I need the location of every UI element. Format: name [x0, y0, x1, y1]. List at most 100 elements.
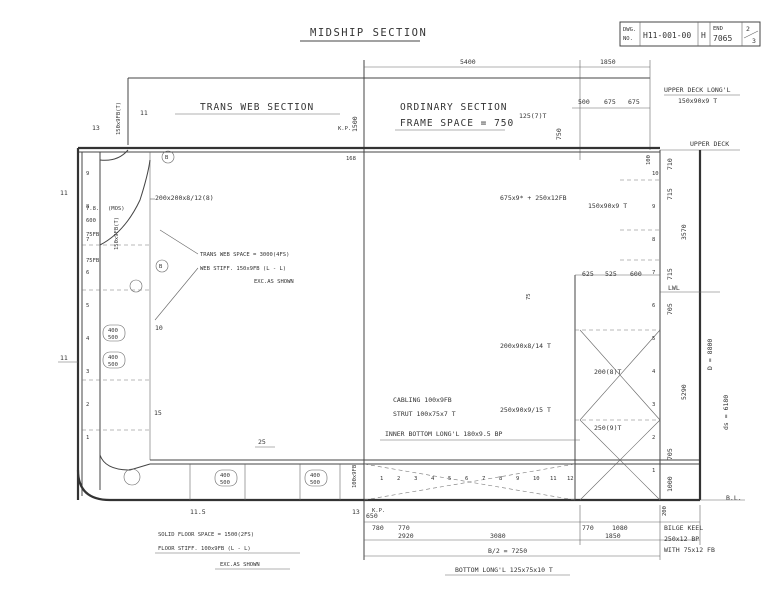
sheet-count: 3: [752, 37, 756, 45]
dim-5290: 5290: [680, 384, 688, 400]
hole-top-2: 400: [108, 355, 118, 361]
trans-web-space-note: TRANS WEB SPACE = 3000(4FS): [200, 252, 289, 258]
dim-1850: 1850: [605, 532, 621, 540]
frame-right-5: 5: [652, 336, 655, 342]
frame-left-1: 1: [86, 435, 89, 441]
kp-bottom: K.P.: [372, 508, 385, 514]
strut-label: STRUT 100x75x7 T: [393, 410, 456, 418]
hole-bottom-3: 500: [220, 480, 230, 486]
dwg-label: DWG.: [623, 27, 636, 33]
ord-100fb: 100x9FB: [352, 464, 358, 488]
frame-right-3: 3: [652, 402, 655, 408]
trans-top-stiff: 150x9FB(T): [116, 102, 122, 135]
frame-bottom-8: 8: [499, 476, 502, 482]
upper-deck: UPPER DECK UPPER DECK LONG'L 150x90x9 T …: [78, 86, 740, 153]
frame-bottom-10: 10: [533, 476, 540, 482]
hole-top-4: 400: [310, 473, 320, 479]
bilge-keel-bp: 250x12 BP: [664, 535, 699, 543]
frame-left-3: 3: [86, 369, 89, 375]
web-stiff-note: WEB STIFF. 150x9FB (L - L): [200, 266, 286, 272]
inner-bottom-label: INNER BOTTOM LONG'L 180x9.5 BP: [385, 430, 502, 438]
long-150: 150x90x9 T: [588, 202, 627, 210]
frame-left-9: 9: [86, 171, 89, 177]
side-shell: B B 7.8. (MOS) 600 75FB 75FB 150x9FB(T) …: [58, 148, 214, 500]
long-200: 200x90x8/14 T: [500, 342, 551, 350]
dim-715-a: 715: [666, 188, 674, 200]
frame-left-7: 7: [86, 237, 89, 243]
plate-200: 200(8)T: [594, 368, 621, 376]
side-11-c: 11: [60, 354, 68, 362]
side-longl: 150x9FB(T): [114, 217, 120, 250]
hole-bottom-2: 500: [108, 362, 118, 368]
end-number: 7065: [713, 34, 732, 43]
dim-3570: 3570: [680, 224, 688, 240]
dim-2920: 2920: [398, 532, 414, 540]
fb-75-b: 75FB: [86, 258, 100, 264]
trans-web-section-label: TRANS WEB SECTION: [200, 102, 314, 113]
dwg-rev: H: [701, 31, 706, 40]
dim-100: 100: [646, 155, 652, 165]
lwl-label: LWL: [668, 284, 680, 292]
frame-bottom-5: 5: [448, 476, 451, 482]
dim-1500: 1500: [351, 116, 359, 132]
floor-notes: SOLID FLOOR SPACE = 1500(2FS) FLOOR STIF…: [155, 532, 300, 570]
frame-space-label: FRAME SPACE = 750: [400, 118, 514, 129]
frame-bottom-3: 3: [414, 476, 417, 482]
dim-500: 500: [578, 98, 590, 106]
floor-stiff-note: FLOOR STIFF. 100x9FB (L - L): [158, 546, 251, 552]
title-block: MIDSHIP SECTION DWG. NO. H11-001-00 H EN…: [300, 21, 761, 47]
dim-715-b: 715: [666, 268, 674, 280]
bl-label: B.L.: [726, 494, 742, 502]
hole-bottom-1: 500: [108, 335, 118, 341]
frame-bottom-9: 9: [516, 476, 519, 482]
frame-bottom-4: 4: [431, 476, 435, 482]
end-label: END: [713, 26, 723, 32]
frame-bottom-12: 12: [567, 476, 574, 482]
dim-780: 780: [372, 524, 384, 532]
web-200-label: 200x200x8/12(8): [155, 194, 214, 202]
dim-675-a: 675: [604, 98, 616, 106]
frame-right-1: 1: [652, 468, 655, 474]
hole-top-3: 400: [220, 473, 230, 479]
sheet-number: 2: [746, 25, 750, 33]
upper-deck-label: UPPER DECK: [690, 140, 729, 148]
ordinary-side: LWL B.L. 675x9* + 250x12FB 150x90x9 T 20…: [363, 150, 745, 516]
dim-1000: 1000: [666, 476, 674, 492]
fb-600: 600: [86, 218, 96, 224]
web-notes: TRANS WEB SPACE = 3000(4FS) WEB STIFF. 1…: [154, 229, 294, 321]
dim-705: 705: [666, 303, 674, 315]
long-250: 250x90x9/15 T: [500, 406, 551, 414]
section-headings: TRANS WEB SECTION ORDINARY SECTION FRAME…: [175, 102, 514, 131]
dwg-no-label: NO.: [623, 36, 633, 42]
frame-left-2: 2: [86, 402, 89, 408]
side-11-b: 11: [60, 189, 68, 197]
dim-draft: ds = 6180: [722, 395, 730, 430]
dim-650: 650: [366, 512, 378, 520]
exc-shown-2: EXC.AS SHOWN: [220, 562, 260, 568]
dim-bilge-200: 200: [662, 506, 668, 516]
fb-75-a: 75FB: [86, 232, 100, 238]
circle-b-1: B: [165, 155, 169, 161]
dim-1850-top: 1850: [600, 58, 616, 66]
frame-left-6: 6: [86, 270, 89, 276]
bracket-675: 675x9* + 250x12FB: [500, 194, 567, 202]
deck-tb: 7.8.: [86, 206, 99, 212]
upper-deck-longl-label: UPPER DECK LONG'L: [664, 86, 731, 94]
frame-right-10: 10: [652, 171, 659, 177]
dim-75: 75: [526, 293, 532, 300]
frame-bottom-6: 6: [465, 476, 468, 482]
frame-left-8: 8: [86, 204, 89, 210]
frame-right-2: 2: [652, 435, 655, 441]
bilge-keel-label: BILGE KEEL: [664, 524, 703, 532]
frame-right-9: 9: [652, 204, 655, 210]
dim-half-breadth: B/2 = 7250: [488, 547, 527, 555]
hole-top-1: 400: [108, 328, 118, 334]
dim-705-b: 705: [666, 448, 674, 460]
dim-675-b: 675: [628, 98, 640, 106]
dim-525: 525: [605, 270, 617, 278]
frame-right-6: 6: [652, 303, 655, 309]
